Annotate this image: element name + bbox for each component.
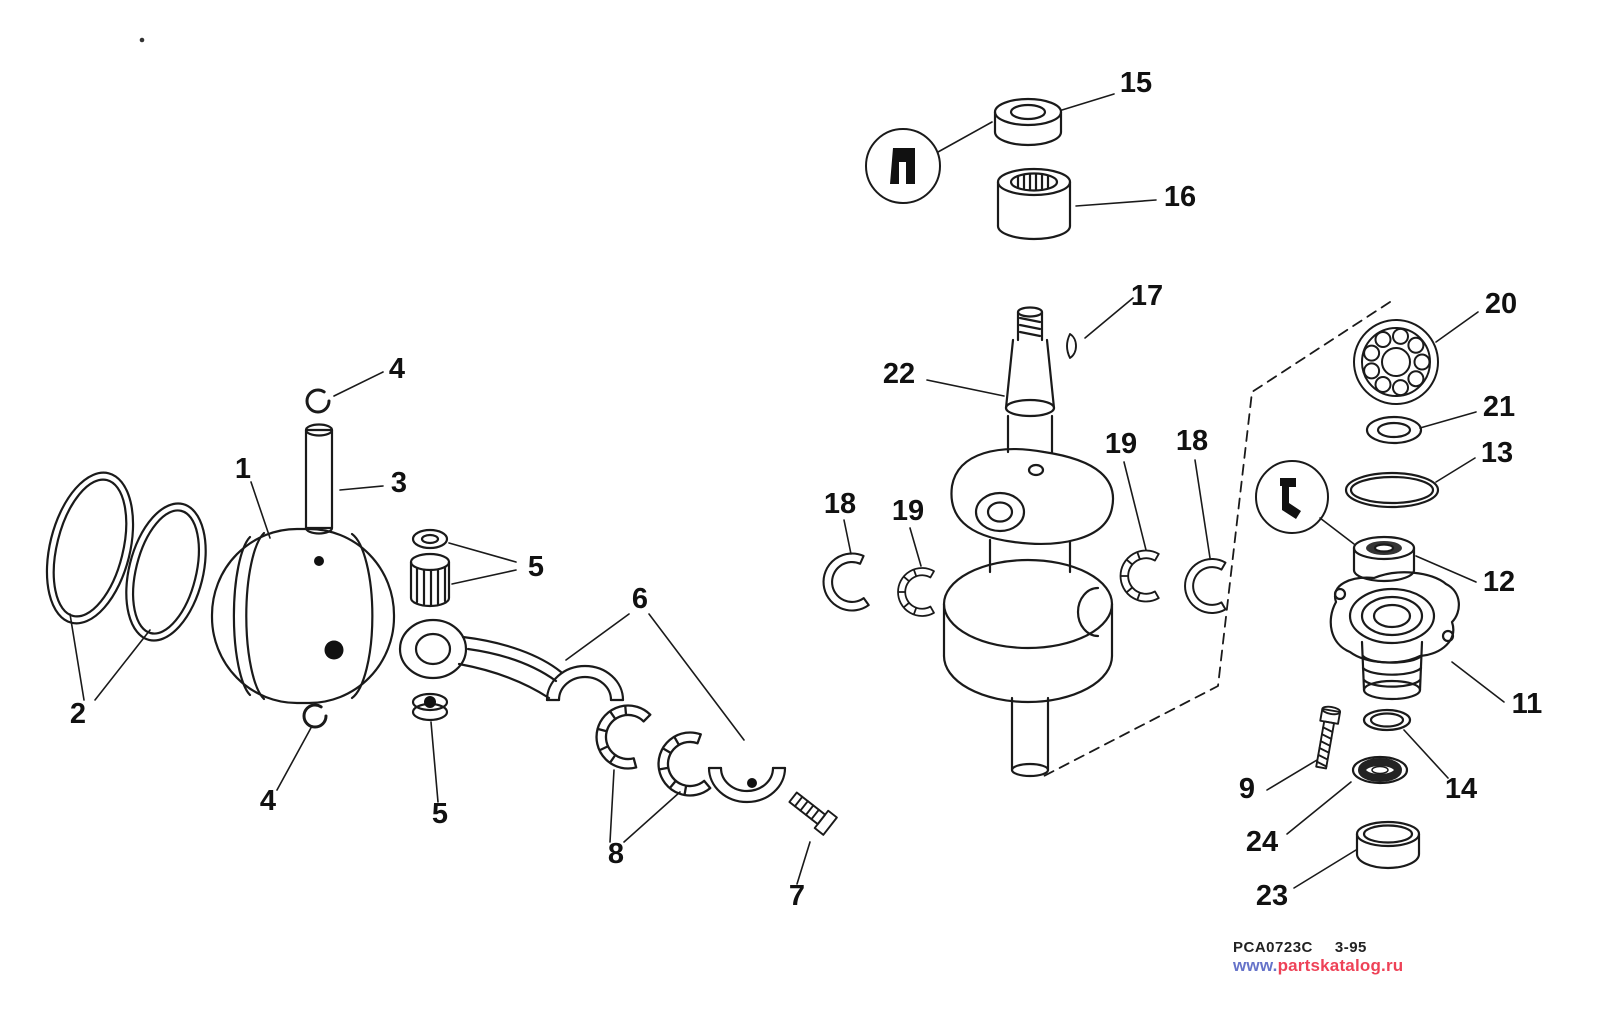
part-label-2: 2 bbox=[70, 698, 86, 730]
piston bbox=[210, 527, 396, 705]
part-label-11: 11 bbox=[1512, 688, 1543, 720]
screw-9 bbox=[1315, 705, 1342, 770]
seal-24 bbox=[1351, 755, 1409, 785]
o-ring-14 bbox=[1362, 708, 1412, 732]
washer-21 bbox=[1365, 415, 1423, 445]
cap-23 bbox=[1355, 820, 1421, 870]
part-label-17: 17 bbox=[1131, 280, 1163, 312]
part-label-19-right: 19 bbox=[1105, 428, 1137, 460]
watermark: www.partskatalog.ru bbox=[1233, 956, 1403, 976]
speck bbox=[139, 37, 145, 43]
part-label-8: 8 bbox=[608, 838, 624, 870]
connecting-rod bbox=[398, 618, 625, 702]
part-label-9: 9 bbox=[1239, 773, 1255, 805]
part-label-16: 16 bbox=[1164, 181, 1196, 213]
rod-bearing-cage-b bbox=[652, 729, 713, 802]
clip-detail-inset bbox=[1255, 460, 1329, 534]
part-label-4-top: 4 bbox=[389, 353, 405, 385]
woodruff-key bbox=[1066, 333, 1077, 359]
part-label-14: 14 bbox=[1445, 773, 1477, 805]
circlip-bottom bbox=[302, 703, 328, 729]
drawing-code-line: PCA0723C 3-95 bbox=[1233, 939, 1403, 956]
pin-washer-top bbox=[411, 528, 449, 550]
part-label-12: 12 bbox=[1483, 566, 1515, 598]
part-label-22: 22 bbox=[883, 358, 915, 390]
part-label-6: 6 bbox=[632, 583, 648, 615]
bearing-cage-19-right bbox=[1119, 549, 1160, 603]
bearing-cage-19-left bbox=[897, 567, 935, 617]
piston-pin bbox=[304, 423, 334, 535]
part-label-19-left: 19 bbox=[892, 495, 924, 527]
drawing-code: PCA0723C bbox=[1233, 939, 1313, 956]
bearing-housing bbox=[1329, 571, 1460, 701]
part-label-3: 3 bbox=[391, 467, 407, 499]
watermark-www: www. bbox=[1233, 956, 1278, 975]
part-label-18-right: 18 bbox=[1176, 425, 1208, 457]
watermark-site: partskatalog.ru bbox=[1277, 956, 1404, 975]
crankshaft bbox=[942, 306, 1115, 778]
part-label-20: 20 bbox=[1485, 288, 1517, 320]
part-label-18-left: 18 bbox=[824, 488, 856, 520]
part-label-13: 13 bbox=[1481, 437, 1513, 469]
part-label-5-top: 5 bbox=[528, 551, 544, 583]
drawing-revision: 3-95 bbox=[1334, 939, 1367, 956]
needle-bearing-top bbox=[409, 552, 451, 608]
o-ring-13 bbox=[1344, 471, 1440, 509]
assembly-axis-dashed-line bbox=[1043, 301, 1391, 777]
piston-rings bbox=[45, 471, 207, 642]
part-label-15: 15 bbox=[1120, 67, 1152, 99]
crank-bearing-16 bbox=[996, 167, 1072, 241]
pin-washer-bottom bbox=[411, 692, 449, 722]
part-label-23: 23 bbox=[1256, 880, 1288, 912]
part-labels: 15 16 17 20 22 21 4 3 13 1 19 18 18 19 5… bbox=[70, 67, 1542, 912]
rod-cap bbox=[707, 766, 787, 804]
part-label-24: 24 bbox=[1246, 826, 1278, 858]
crank-seal-top bbox=[993, 97, 1063, 147]
part-label-7: 7 bbox=[789, 880, 805, 912]
part-label-1: 1 bbox=[235, 453, 251, 485]
rod-bolt bbox=[788, 791, 838, 836]
seal-cross-section-inset bbox=[865, 128, 941, 204]
bearing-shell-18-right bbox=[1184, 558, 1227, 614]
part-label-4-bottom: 4 bbox=[260, 785, 276, 817]
footer: PCA0723C 3-95 www.partskatalog.ru bbox=[1233, 939, 1403, 976]
circlip-top bbox=[305, 388, 331, 414]
seal-12 bbox=[1352, 535, 1416, 583]
rod-bearing-cage-a bbox=[588, 697, 653, 773]
leader-lines bbox=[69, 93, 1505, 889]
part-label-5-bottom: 5 bbox=[432, 798, 448, 830]
bearing-shell-18-left bbox=[819, 551, 871, 615]
ball-bearing bbox=[1353, 319, 1439, 405]
part-label-21: 21 bbox=[1483, 391, 1515, 423]
